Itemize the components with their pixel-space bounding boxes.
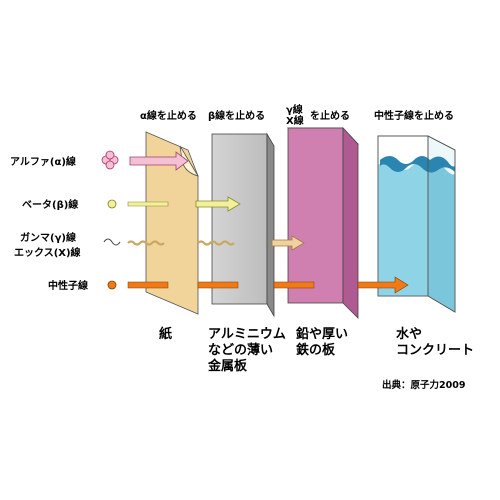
neutron-particle-icon — [107, 280, 117, 290]
neutron-arrow-head — [357, 276, 409, 294]
header-neutron: 中性子線を止める — [374, 109, 454, 122]
paper-sheet — [145, 131, 199, 315]
alpha-particle-icon — [101, 150, 119, 170]
material-metal-line2: などの薄い — [208, 342, 273, 358]
neutron-arrow-seg3 — [273, 281, 315, 289]
material-water-line1: 水や — [396, 326, 422, 342]
water-tank — [377, 135, 456, 313]
iron-plate — [287, 126, 359, 319]
metal-plate — [211, 132, 275, 318]
label-alpha: アルファ(α)線 — [10, 155, 76, 168]
gamma-wave-icon — [103, 238, 121, 246]
alpha-arrow — [129, 151, 189, 171]
material-iron-line1: 鉛や厚い — [296, 326, 348, 342]
neutron-arrow-seg2 — [197, 281, 239, 289]
label-gamma: ガンマ(γ)線 — [20, 231, 76, 244]
gamma-wave-middle — [197, 240, 235, 246]
gamma-wave-front — [127, 240, 165, 246]
material-metal-line3: 金属板 — [207, 358, 248, 374]
gamma-arrow — [271, 235, 305, 251]
header-beta: β線を止める — [208, 109, 265, 122]
material-water-line2: コンクリート — [396, 343, 474, 358]
beta-arrow-front — [127, 201, 169, 207]
header-alpha: α線を止める — [140, 109, 197, 122]
material-metal-line1: アルミニウム — [208, 327, 286, 342]
water-front — [378, 161, 428, 296]
source-credit: 出典：原子力2009 — [382, 379, 465, 391]
beta-arrow-through-paper — [195, 196, 241, 212]
label-xray: エックス(X)線 — [14, 246, 81, 259]
label-neutron: 中性子線 — [48, 279, 88, 292]
header-gamma-line1: γ線 — [286, 103, 303, 116]
neutron-arrow-front — [127, 281, 169, 289]
header-gamma-suffix: を止める — [310, 109, 350, 122]
beta-particle-icon — [107, 199, 117, 209]
label-beta: ベータ(β)線 — [22, 198, 78, 211]
water-side — [428, 163, 455, 312]
water-surface — [380, 156, 455, 173]
header-gamma-line2: X線 — [286, 114, 304, 127]
material-paper: 紙 — [159, 326, 172, 342]
material-iron-line2: 鉄の板 — [296, 342, 336, 358]
